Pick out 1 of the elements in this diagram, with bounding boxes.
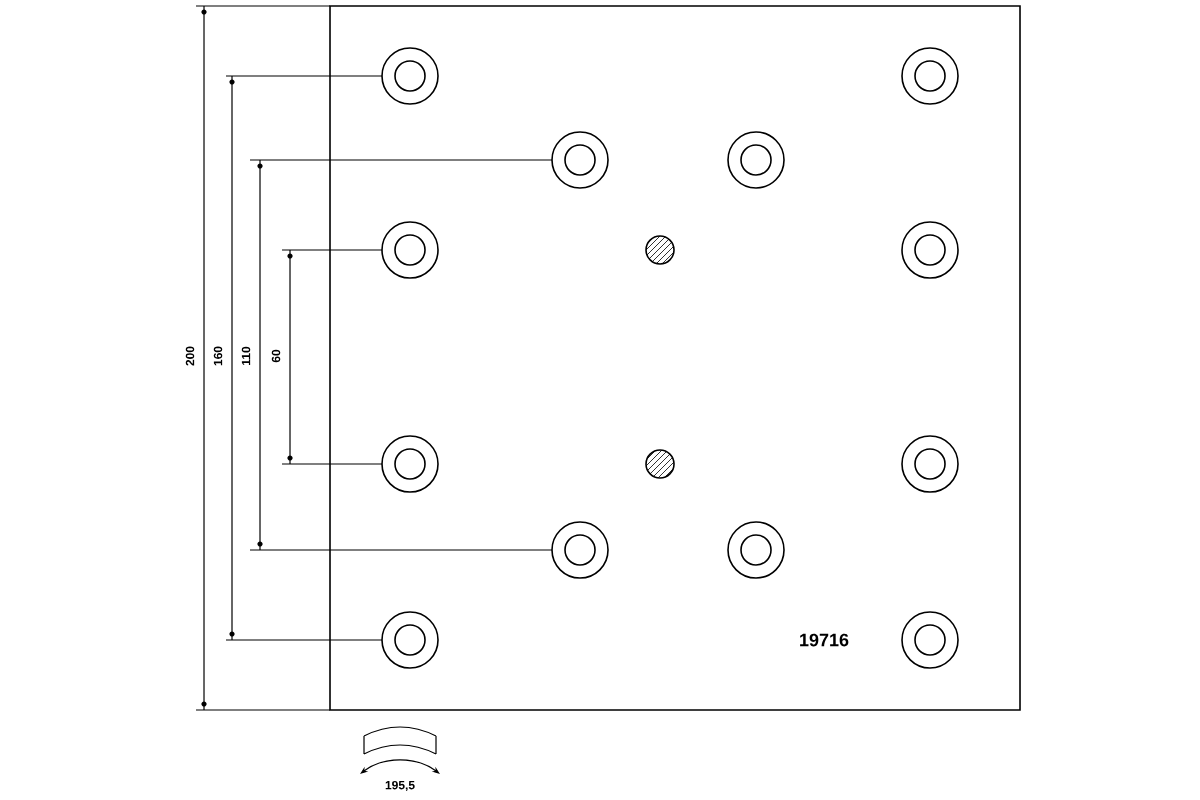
part-number: 19716	[800, 633, 849, 647]
